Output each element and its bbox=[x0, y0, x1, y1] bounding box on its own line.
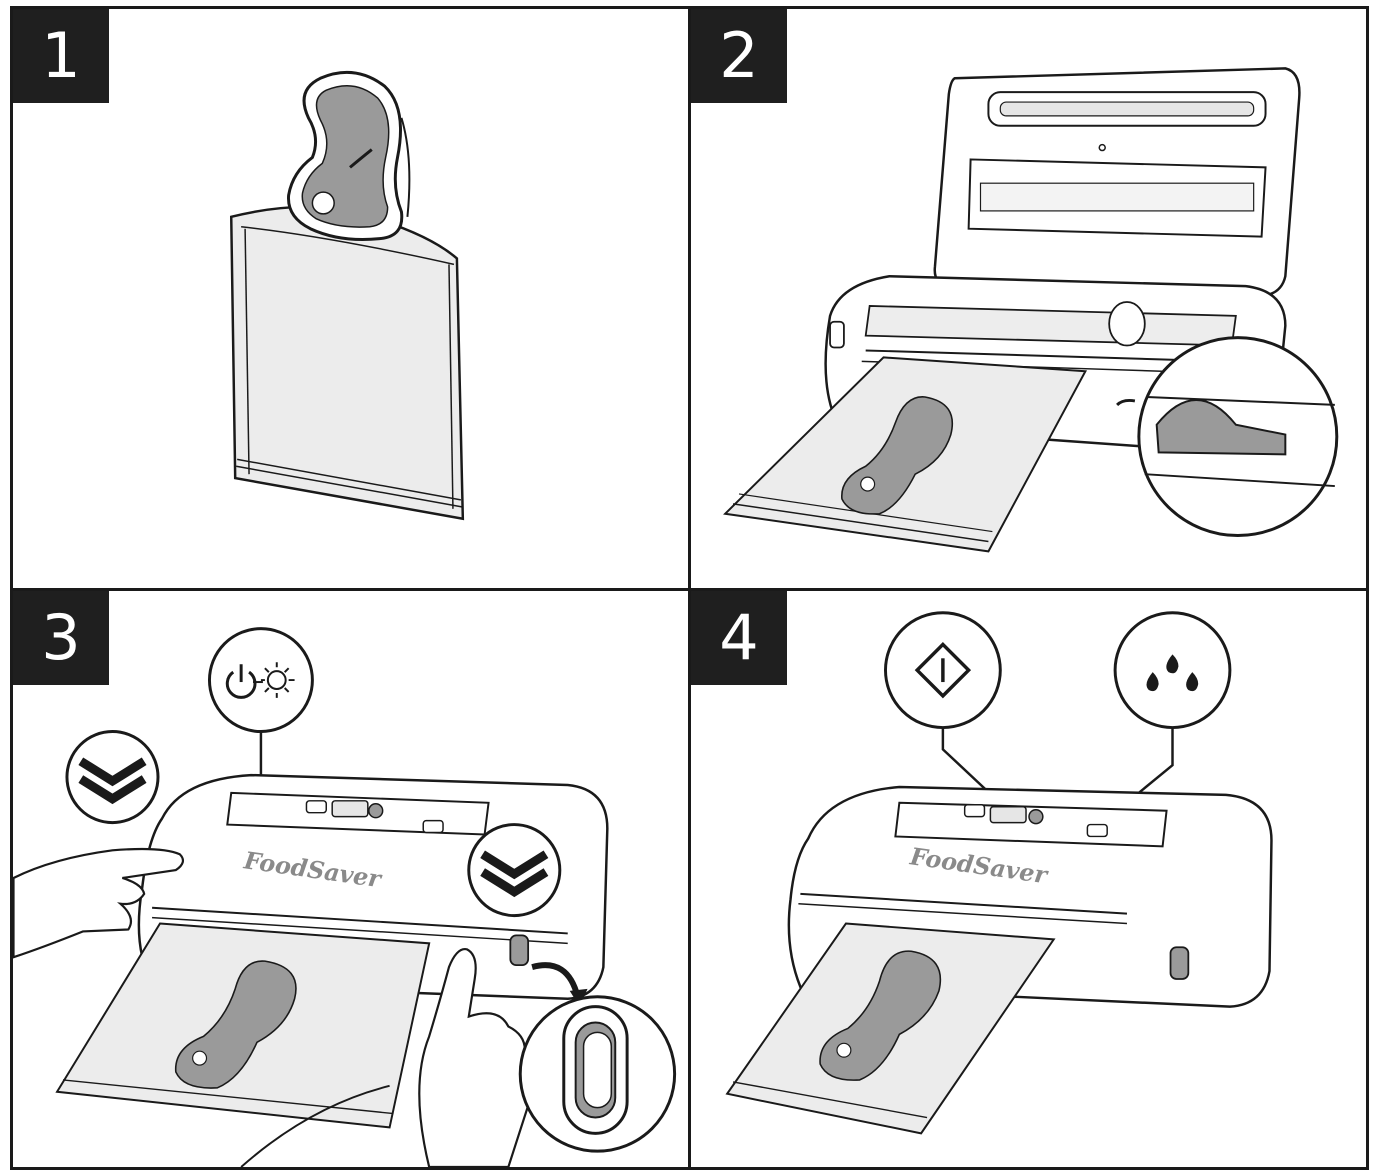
step-panel-3: 3 bbox=[10, 588, 691, 1170]
step-4-illustration: FoodSaver bbox=[725, 611, 1273, 1135]
step-3-illustration: FoodSaver bbox=[13, 627, 677, 1167]
power-light-icon bbox=[207, 627, 314, 799]
step-panel-1: 1 bbox=[10, 6, 691, 591]
latch-zoom-icon bbox=[518, 962, 677, 1153]
chevron-down-double-icon bbox=[65, 730, 160, 825]
vacuum-seal-diamond-icon bbox=[884, 611, 1008, 810]
moist-drops-icon bbox=[1094, 611, 1232, 830]
chevron-down-double-icon bbox=[467, 823, 562, 918]
step-panel-4: 4 bbox=[688, 588, 1369, 1170]
step-number-3: 3 bbox=[13, 591, 109, 685]
steak-icon bbox=[287, 71, 411, 241]
hand-icon bbox=[13, 847, 534, 1167]
step-number-1: 1 bbox=[13, 9, 109, 103]
step-2-illustration bbox=[723, 67, 1339, 553]
step-number-4: 4 bbox=[691, 591, 787, 685]
vacuum-bag-icon bbox=[229, 205, 465, 521]
step-1-illustration bbox=[229, 71, 465, 521]
vacuum-bag-icon bbox=[723, 356, 1088, 553]
vacuum-bag-icon bbox=[725, 922, 1056, 1135]
bag-in-channel-zoom-icon bbox=[1116, 336, 1339, 538]
vacuum-bag-icon bbox=[55, 922, 431, 1129]
step-number-2: 2 bbox=[691, 9, 787, 103]
step-panel-2: 2 bbox=[688, 6, 1369, 591]
